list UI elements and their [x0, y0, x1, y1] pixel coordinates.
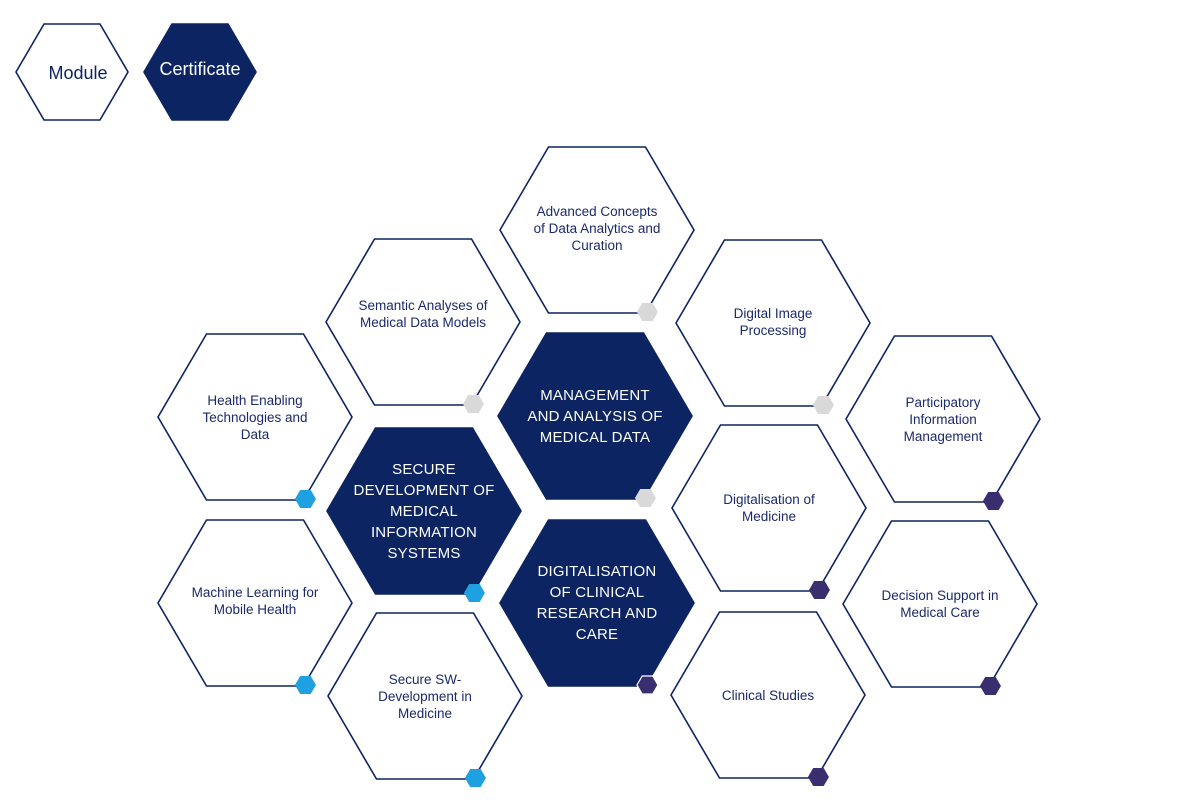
hexagon-shape-advanced-concepts [499, 146, 695, 314]
hexagon-secure-development [326, 427, 522, 602]
marker-blue-secure-development [463, 584, 485, 602]
hexagon-digital-image-processing [675, 239, 871, 414]
hexagon-advanced-concepts [499, 146, 695, 321]
marker-blue-machine-learning [294, 676, 316, 694]
hexagon-machine-learning [157, 519, 353, 694]
hexagon-participatory-info [845, 335, 1041, 510]
marker-gray-digital-image-processing [812, 396, 834, 414]
hexagon-shape-decision-support [842, 520, 1038, 688]
hexagon-secure-sw [327, 612, 523, 787]
marker-gray-management-analysis [634, 489, 656, 507]
hexagon-health-enabling [157, 333, 353, 508]
hexagon-shape-digital-image-processing [675, 239, 871, 407]
marker-purple-clinical-studies [807, 768, 829, 786]
hexagon-management-analysis [497, 332, 693, 507]
legend-certificate-hexagon [143, 23, 257, 121]
hexagon-shape-health-enabling [157, 333, 353, 501]
hexagon-shape-digitalisation-medicine [671, 424, 867, 592]
hexagon-digitalisation-clinical [499, 519, 695, 695]
hexagon-shape-digitalisation-clinical [499, 519, 695, 687]
hexagon-shape-management-analysis [497, 332, 693, 500]
legend [15, 23, 257, 121]
hexagon-shape-clinical-studies [670, 611, 866, 779]
hexagon-digitalisation-medicine [671, 424, 867, 599]
hexagon-shape-participatory-info [845, 335, 1041, 503]
hexagon-clinical-studies [670, 611, 866, 786]
hexagon-shape-secure-development [326, 427, 522, 595]
marker-purple-participatory-info [982, 492, 1004, 510]
marker-purple-digitalisation-medicine [808, 581, 830, 599]
hexagon-shape-secure-sw [327, 612, 523, 780]
hexagon-shape-semantic-analyses [325, 238, 521, 406]
hexagon-semantic-analyses [325, 238, 521, 413]
marker-gray-advanced-concepts [636, 303, 658, 321]
hexagon-shape-machine-learning [157, 519, 353, 687]
marker-gray-semantic-analyses [462, 395, 484, 413]
legend-module-hexagon [15, 23, 129, 121]
hexagon-decision-support [842, 520, 1038, 695]
marker-purple-digitalisation-clinical [636, 675, 659, 695]
marker-blue-health-enabling [294, 490, 316, 508]
marker-blue-secure-sw [464, 769, 486, 787]
marker-purple-decision-support [979, 677, 1001, 695]
